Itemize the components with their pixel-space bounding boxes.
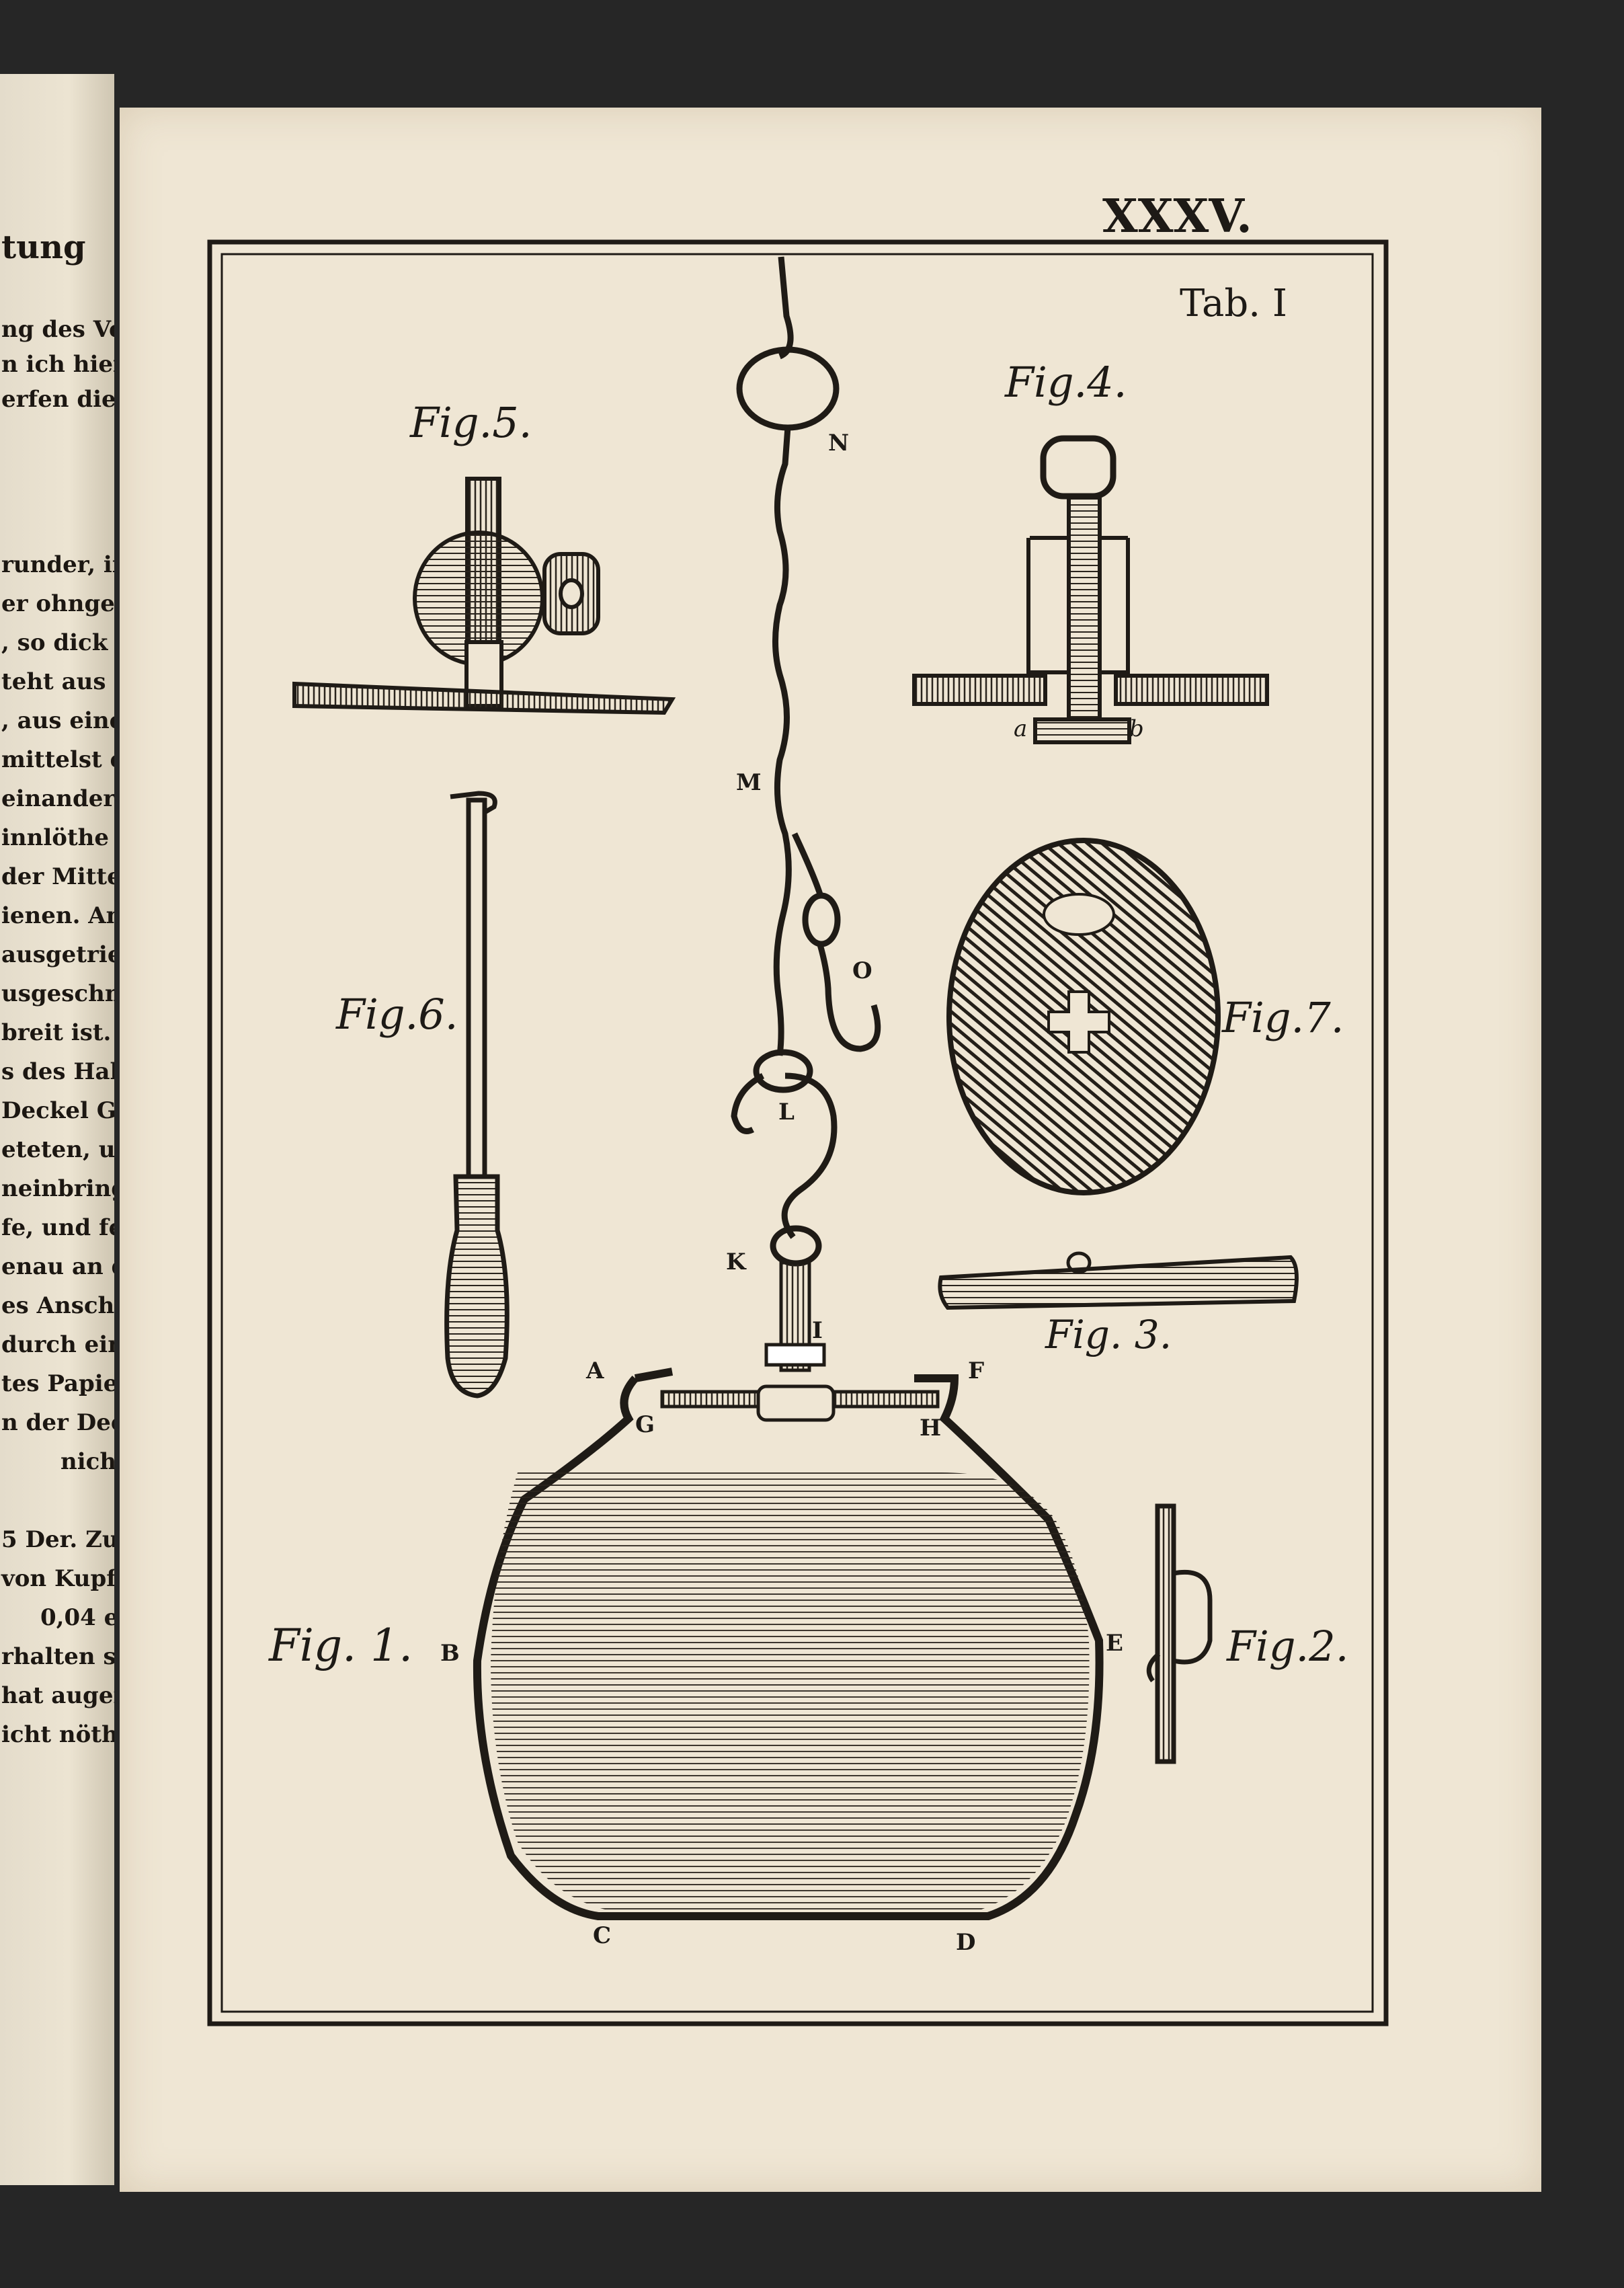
letter-B: B — [440, 1640, 460, 1667]
plate-border-outer — [207, 239, 1389, 2026]
fig4-caption: Fig.4. — [1004, 358, 1127, 407]
letter-A: A — [585, 1357, 604, 1384]
left-page-line: ausgetrieben, — [1, 941, 114, 968]
left-page-line: nicht — [60, 1448, 114, 1475]
left-page-line: neinbringen — [1, 1175, 114, 1202]
left-page-line: hat augen- — [1, 1682, 114, 1709]
fig7-disc — [946, 838, 1221, 1195]
left-page-line: , aus einem — [1, 707, 114, 734]
left-page-line: 0,04 eines — [40, 1604, 114, 1631]
left-page-line: n der Deckel — [1, 1409, 114, 1436]
left-page-line: 5 Der. Zum — [1, 1526, 114, 1553]
letter-D: D — [956, 1929, 975, 1956]
letter-G: G — [635, 1411, 655, 1438]
left-page-line: rhalten sich — [1, 1643, 114, 1670]
left-page-line: , so dick als — [1, 629, 114, 656]
fig3-bar — [938, 1251, 1299, 1310]
fig1-caption: Fig. 1. — [268, 1620, 413, 1671]
left-page-line: icht nöthig — [1, 1721, 114, 1748]
letter-K: K — [726, 1249, 747, 1275]
left-page-line: s des Halses — [1, 1058, 114, 1085]
fig3-caption: Fig. 3. — [1045, 1312, 1172, 1357]
lid-boss — [756, 1384, 836, 1422]
table-label: Tab. I — [1180, 282, 1287, 325]
fig2-caption: Fig.2. — [1226, 1622, 1348, 1671]
left-page-line: es Anschlie- — [1, 1292, 114, 1319]
letter-I: I — [812, 1317, 823, 1344]
left-page-line: runder, in- — [1, 551, 114, 578]
letter-F: F — [968, 1357, 984, 1384]
fig6-caption: Fig.6. — [335, 990, 458, 1039]
fig7-caption: Fig.7. — [1221, 993, 1344, 1042]
chain — [731, 256, 881, 1267]
left-page-line: durch einige — [1, 1331, 114, 1358]
fig2-clip — [1146, 1503, 1213, 1764]
left-page-line: von Kupfer- — [1, 1565, 114, 1592]
letter-H: H — [920, 1415, 941, 1442]
letter-L: L — [778, 1099, 795, 1126]
left-page-line: Deckel GH, — [1, 1097, 114, 1124]
left-page-line: enau an den — [1, 1253, 114, 1280]
left-page-line: n ich hiermit — [1, 351, 114, 378]
left-page-line: einander ver- — [1, 785, 114, 812]
stem-collar — [764, 1343, 826, 1367]
fig5-caption: Fig.5. — [409, 398, 532, 447]
left-page-line: teht aus zwe — [1, 668, 114, 695]
letter-O: O — [852, 957, 872, 984]
left-page-line: tes Papier, — [1, 1370, 114, 1397]
left-page-line: mittelst einer — [1, 746, 114, 773]
letter-C: C — [593, 1922, 611, 1949]
letter-E: E — [1106, 1630, 1123, 1657]
left-page-line: erfen die Ehre — [1, 386, 114, 413]
plate-number: XXXV. — [1102, 190, 1252, 243]
left-page-line: breit ist. Sie — [1, 1019, 114, 1046]
letter-M: M — [736, 769, 762, 796]
left-page-line: tung — [1, 229, 86, 266]
letter-N: N — [828, 430, 849, 457]
left-page-line: er ohngefähr — [1, 590, 114, 617]
left-page-line: innlöthe aus- — [1, 824, 114, 851]
letter-a: a — [1014, 715, 1027, 742]
fig5-valve — [292, 477, 676, 715]
left-page-line: usgeschnitten, — [1, 980, 114, 1007]
plate-border-inner — [220, 253, 1374, 2013]
left-page-line: eteten, und — [1, 1136, 114, 1163]
left-page-line: ng des Ver- — [1, 316, 114, 343]
letter-b: b — [1129, 715, 1144, 742]
left-page-line: ienen. Am — [1, 902, 114, 929]
fig6-hook — [444, 791, 510, 1398]
vessel — [473, 1368, 1104, 1920]
fig4-device — [912, 435, 1269, 744]
left-page-line: der Mitte er- — [1, 863, 114, 890]
left-page-edge: tung ng des Ver- n ich hiermit erfen die… — [0, 74, 114, 2185]
left-page-line: fe, und fen, — [1, 1214, 114, 1241]
